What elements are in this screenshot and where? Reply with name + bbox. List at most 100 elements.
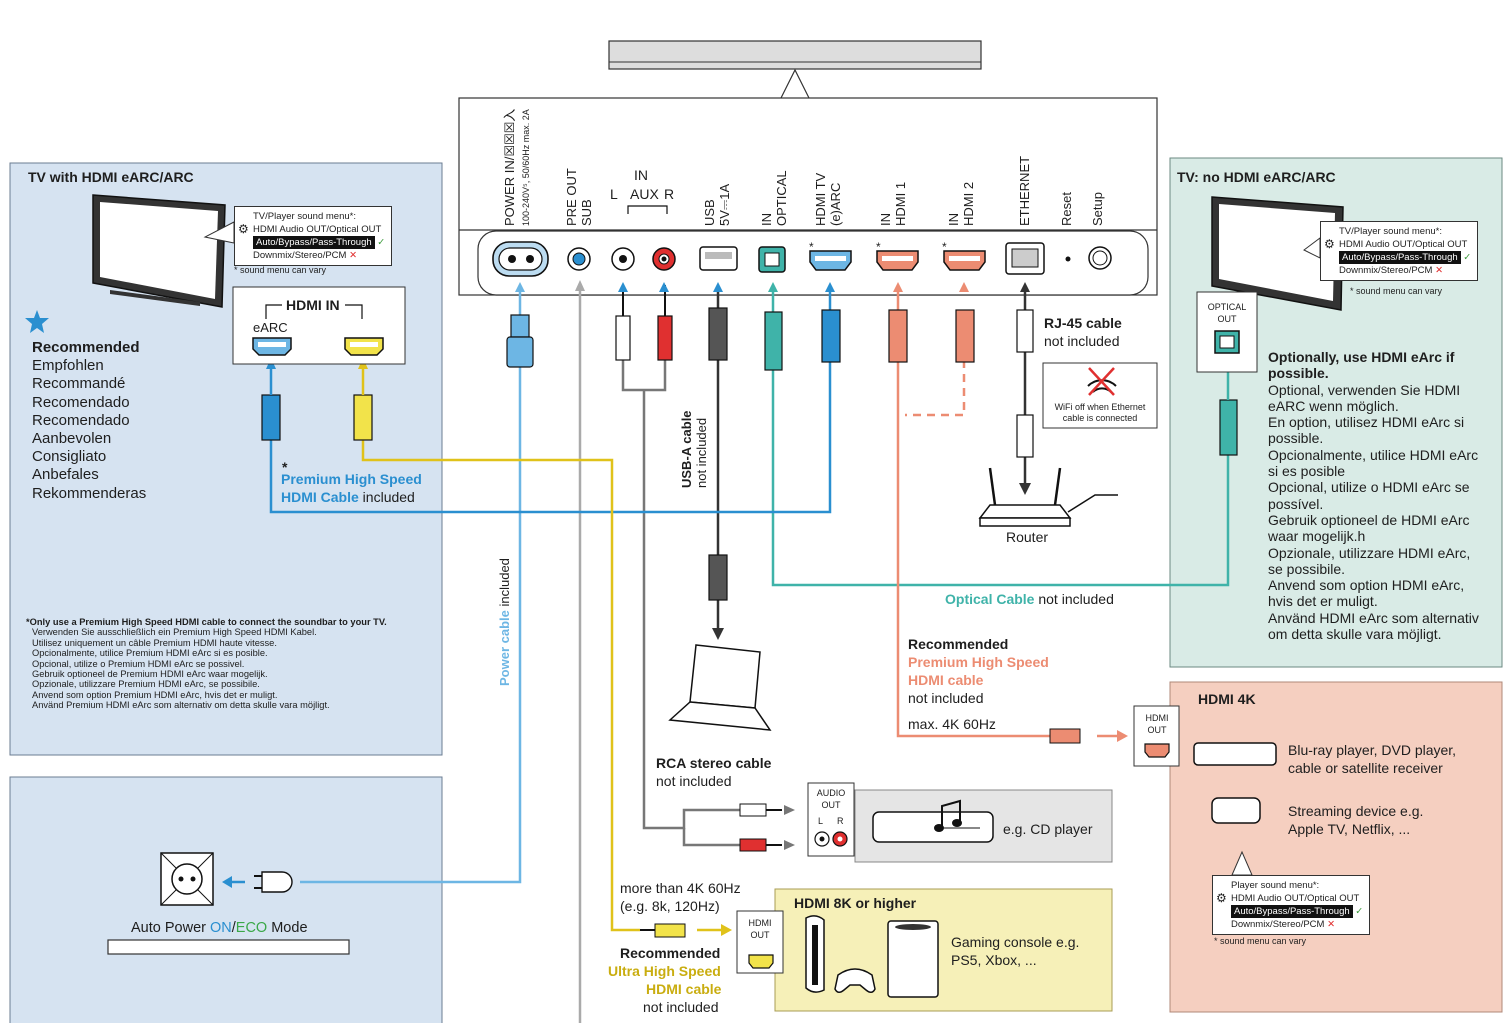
cable-star: * [282,459,288,475]
premium-cable-label-1: Premium High Speed [281,471,422,487]
hdmi2-dashed-cable [905,282,975,417]
port-label-reset: Reset [1059,192,1074,226]
preout-port [567,247,591,271]
port-star: * [809,240,814,254]
reset-button [1065,256,1071,262]
hdmi-4k-cable [888,282,1128,744]
recommended-list: Recommended Empfohlen Recommandé Recomen… [32,339,147,502]
gear-icon: ⚙ [1324,237,1335,251]
power-panel [9,776,443,1023]
ps5-icon [805,915,825,993]
optical-cable-label: Optical Cable not included [945,591,1114,607]
hdmi4k-title: HDMI 4K [1198,691,1256,707]
aux-r-port [652,247,676,271]
hdmi8k-title: HDMI 8K or higher [794,895,917,911]
bluray-label-2: cable or satellite receiver [1288,760,1443,776]
usb-cable [708,282,728,640]
rj45-not-included: not included [1044,333,1120,349]
tv-sound-menu: ⚙ TV/Player sound menu*: HDMI Audio OUT/… [234,206,393,266]
hdmi-in-port-icon [344,337,384,356]
earc-port-icon [252,337,292,356]
bluray-player-icon [1193,742,1277,766]
hdmi-out-port-8k [748,954,774,969]
soundbar-icon [608,40,982,99]
8k-rec-label: Recommended [620,945,721,961]
hdmi-8k-cable [353,358,732,938]
streaming-label-1: Streaming device e.g. [1288,803,1424,819]
aux-l-port [611,247,635,271]
cd-player-icon [872,799,994,843]
router-label: Router [1006,529,1049,545]
hdmi-out-label-8k: HDMI OUT [748,918,772,940]
8k-example-label: (e.g. 8k, 120Hz) [620,898,720,914]
8k-more-label: more than 4K 60Hz [620,880,741,896]
4k-cable-label-1: Premium High Speed [908,654,1049,670]
port-label-ethernet: ETHERNET [1017,155,1032,226]
wall-socket-icon [160,852,214,906]
player-sound-menu: ⚙ Player sound menu*: HDMI Audio OUT/Opt… [1212,875,1371,935]
xbox-icon [887,920,939,998]
audio-r-label: R [837,816,844,826]
power-cable-label: Power cable included [497,558,512,686]
menu-vary-note: * sound menu can vary [1350,286,1443,296]
hdmi-earc-cable [261,282,841,514]
audio-out-label: AUDIO OUT [816,788,846,810]
4k-rec-label: Recommended [908,636,1009,652]
tv-icon-right [1211,196,1344,311]
tv-noarc-title: TV: no HDMI eARC/ARC [1177,169,1336,185]
4k-max-label: max. 4K 60Hz [908,716,996,732]
footnote: *Only use a Premium High Speed HDMI cabl… [26,617,387,711]
tv-earc-title: TV with HDMI eARC/ARC [28,169,194,185]
cross-icon: ✕ [349,250,358,261]
setup-button [1088,246,1112,270]
streaming-label-2: Apple TV, Netflix, ... [1288,821,1411,837]
rca-not-included: not included [656,773,732,789]
power-cable [222,282,534,893]
cross-icon: ✕ [1327,919,1336,930]
check-icon: ✓ [1463,252,1472,263]
rca-cable-label: RCA stereo cable [656,755,772,771]
wifi-off-icon [1087,367,1117,396]
usb-port [699,246,738,271]
hdmi-out-label-4k: HDMI OUT [1145,713,1169,735]
console-label: Gaming console e.g. [951,934,1080,950]
port-label-aux-r: R [664,186,675,202]
optical-port [758,246,786,273]
star-icon [25,310,49,333]
audio-out-l-port [814,831,830,847]
hdmi8k-panel [774,888,1113,1012]
port-label-aux: AUX [630,186,659,202]
4k-cable-label-2: HDMI cable [908,672,984,688]
port-label-aux-in: IN [634,167,648,183]
menu-vary-note: * sound menu can vary [234,265,327,275]
optical-out-label: OPTICAL OUT [1207,302,1247,324]
8k-cable-label-1: Ultra High Speed [608,963,721,979]
wifi-off-note-2: cable is connected [1062,413,1138,423]
wifi-off-note-1: WiFi off when Ethernet [1054,402,1146,412]
ethernet-cable [1016,282,1034,495]
gear-icon: ⚙ [1216,891,1227,905]
hdmi-in-label: HDMI IN [286,297,340,313]
audio-out-r-port [832,831,848,847]
hdmi-tv-port [809,250,852,271]
gear-icon: ⚙ [238,222,249,236]
wifi-note-box [1042,362,1158,429]
audio-out-box [807,782,855,857]
rj45-label: RJ-45 cable [1044,315,1122,331]
soundbar-small-icon [107,939,350,955]
optical-cable [764,282,1238,587]
optical-out-port [1214,330,1240,354]
earc-label: eARC [253,320,288,335]
optional-earc-note: Optionally, use HDMI eArc if possible. O… [1268,349,1479,643]
hdmi2-port [943,250,986,271]
hdmi1-port [876,250,919,271]
menu-vary-note: * sound menu can vary [1214,936,1307,946]
ethernet-port [1005,242,1045,275]
